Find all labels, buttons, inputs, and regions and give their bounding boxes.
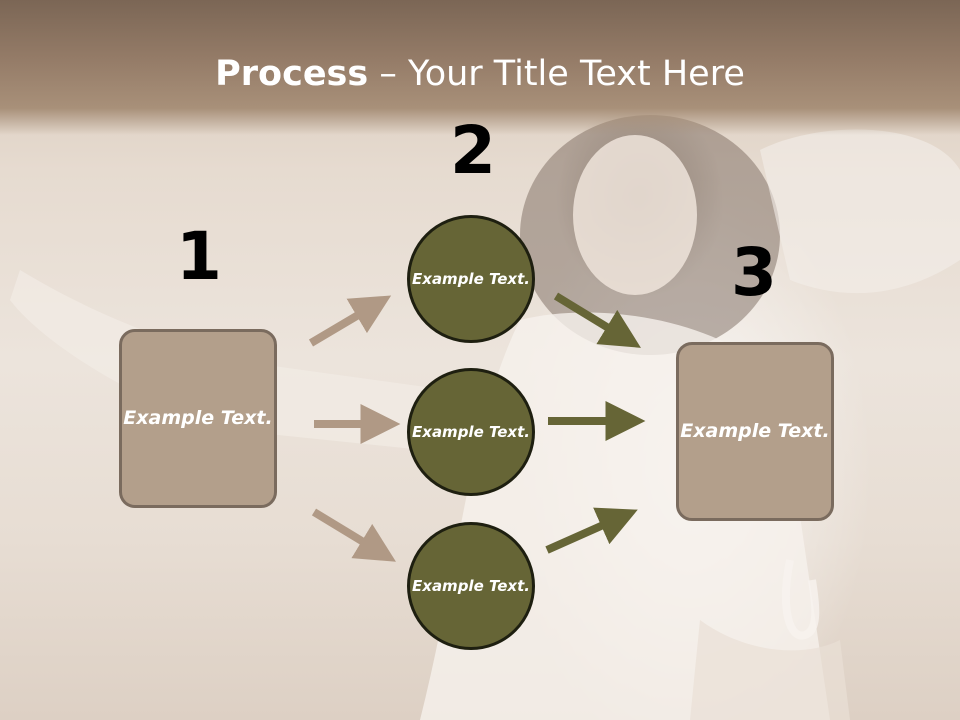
header-band xyxy=(0,0,960,135)
step-2-circle-top: Example Text. xyxy=(407,215,535,343)
circle-top-label: Example Text. xyxy=(412,269,530,288)
title-bold: Process xyxy=(215,54,369,94)
step-3-box: Example Text. xyxy=(676,342,834,521)
step-3-label: Example Text. xyxy=(680,420,830,442)
arrow-left-up xyxy=(308,295,392,347)
step-number-1: 1 xyxy=(176,218,222,295)
slide-title: Process – Your Title Text Here xyxy=(0,52,960,96)
step-1-label: Example Text. xyxy=(123,407,273,429)
step-2-circle-middle: Example Text. xyxy=(407,368,535,496)
title-rest: – Your Title Text Here xyxy=(368,54,745,94)
circle-bottom-label: Example Text. xyxy=(412,576,530,595)
step-2-circle-bottom: Example Text. xyxy=(407,522,535,650)
arrow-left-down xyxy=(311,508,396,562)
step-number-3: 3 xyxy=(731,234,777,311)
circle-middle-label: Example Text. xyxy=(412,422,530,441)
step-number-2: 2 xyxy=(450,112,496,189)
step-1-box: Example Text. xyxy=(119,329,277,508)
arrow-right-up xyxy=(545,507,638,554)
arrow-right-down xyxy=(553,292,641,348)
